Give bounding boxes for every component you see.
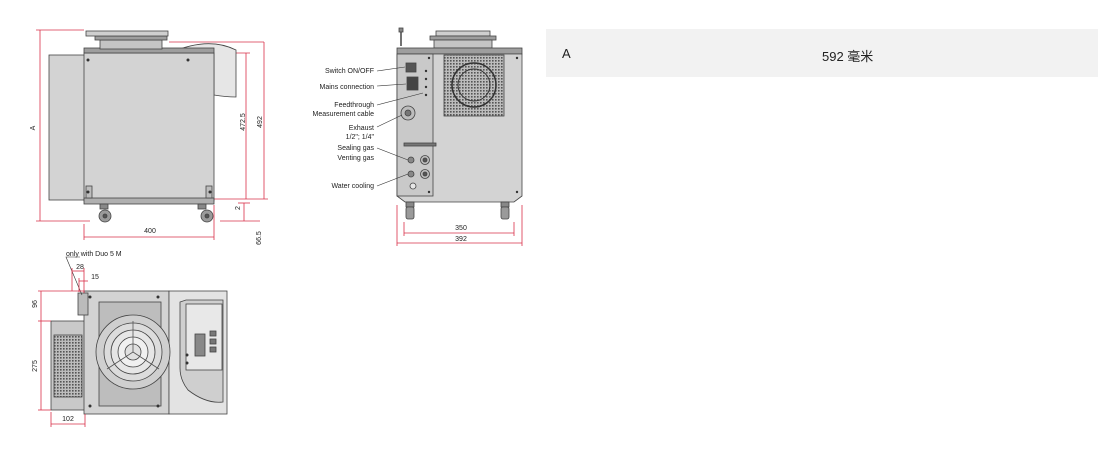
dim-label-15: 15 bbox=[91, 274, 99, 281]
label-exhaust: Exhaust bbox=[349, 125, 374, 132]
label-water-cooling: Water cooling bbox=[331, 183, 374, 190]
dim-label-a: A bbox=[30, 125, 37, 130]
dim-label-472-5: 472.5 bbox=[240, 113, 247, 131]
spec-key: A bbox=[562, 46, 571, 61]
dim-label-28: 28 bbox=[76, 264, 84, 271]
side-view: A 472.5 492 2 400 66.5 bbox=[30, 29, 268, 245]
dim-label-102: 102 bbox=[62, 416, 74, 423]
top-view: only with Duo 5 M 28 15 96 275 102 bbox=[32, 251, 228, 427]
dim-label-96: 96 bbox=[32, 300, 39, 308]
label-venting-gas: Venting gas bbox=[337, 155, 374, 162]
note-duo-5m: only with Duo 5 M bbox=[66, 251, 122, 258]
label-sealing-gas: Sealing gas bbox=[337, 145, 374, 152]
dim-label-492: 492 bbox=[257, 116, 264, 128]
dim-label-350: 350 bbox=[455, 225, 467, 232]
dim-label-400: 400 bbox=[144, 228, 156, 235]
technical-drawing: A 472.5 492 2 400 66.5 bbox=[30, 27, 523, 427]
label-feedthrough: Feedthrough bbox=[334, 102, 374, 109]
spec-value: 592 毫米 bbox=[822, 49, 874, 64]
label-switch: Switch ON/OFF bbox=[325, 68, 374, 75]
label-measurement-cable: Measurement cable bbox=[313, 111, 375, 118]
rear-view: Switch ON/OFF Mains connection Feedthrou… bbox=[313, 27, 523, 246]
dim-label-2: 2 bbox=[235, 206, 242, 210]
dim-label-66-5: 66.5 bbox=[256, 231, 263, 245]
dim-label-392: 392 bbox=[455, 236, 467, 243]
dim-label-275: 275 bbox=[32, 360, 39, 372]
spec-table-row: A 592 毫米 bbox=[546, 29, 1098, 77]
label-exhaust-size: 1/2"; 1/4" bbox=[346, 134, 375, 141]
label-mains: Mains connection bbox=[320, 84, 375, 91]
